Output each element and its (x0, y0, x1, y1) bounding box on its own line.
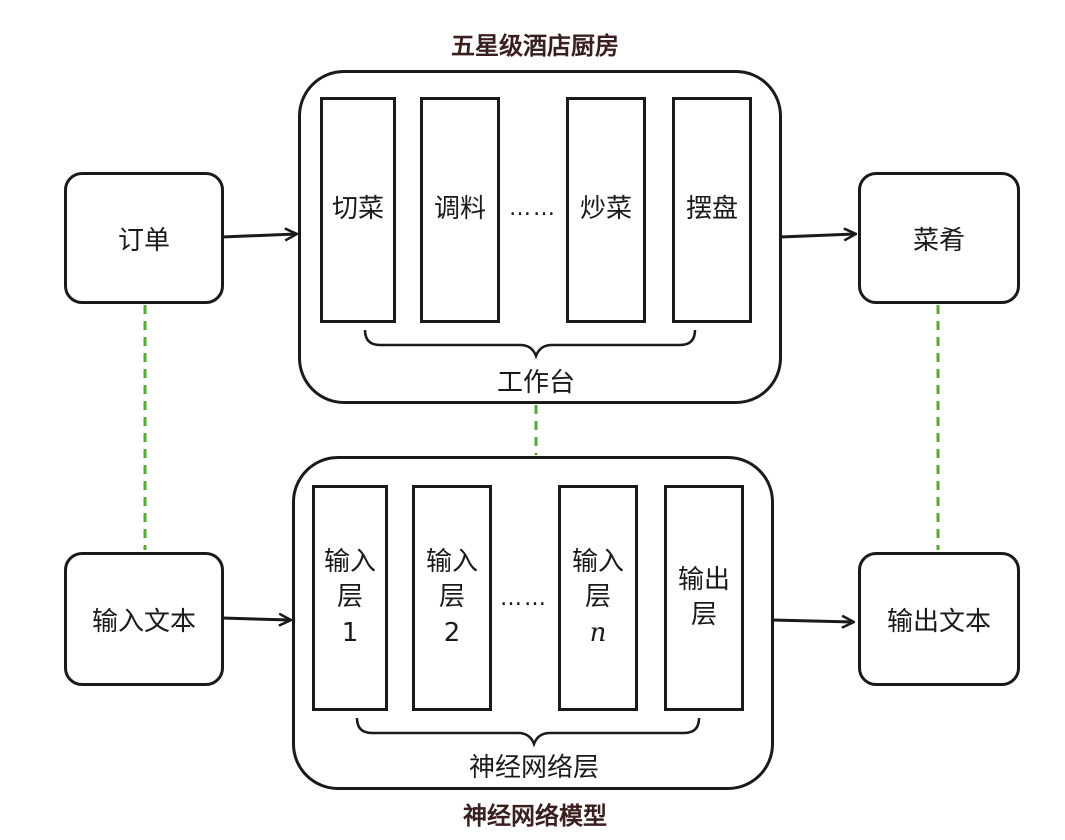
brace-workbench (363, 329, 697, 360)
layer-index: 2 (443, 617, 461, 648)
output-text-label: 输出文本 (886, 606, 991, 637)
layer-input-1: 输入 层 1 (312, 485, 388, 711)
dishes-label: 菜肴 (912, 225, 965, 256)
layer-line1: 输入 (571, 547, 624, 578)
station-seasoning: 调料 (420, 97, 500, 323)
layer-line1: 输入 (425, 547, 478, 578)
layer-index: n (589, 617, 607, 648)
arrow-kitchen-to-dishes (779, 234, 855, 237)
kitchen-container (298, 70, 782, 404)
network-title: 神经网络模型 (463, 802, 607, 830)
layers-label: 神经网络层 (468, 753, 599, 783)
station-plating: 摆盘 (672, 97, 752, 323)
station-stir-fry: 炒菜 (566, 97, 646, 323)
station-label: 调料 (433, 194, 486, 225)
layer-line2: 层 (438, 582, 465, 613)
kitchen-title: 五星级酒店厨房 (451, 32, 619, 60)
layer-input-2: 输入 层 2 (412, 485, 492, 711)
layer-index: 1 (341, 617, 359, 648)
layer-line1: 输出 (677, 564, 730, 595)
order-box: 订单 (64, 172, 224, 304)
station-label: 切菜 (331, 194, 384, 225)
input-text-box: 输入文本 (64, 552, 224, 686)
workbench-label: 工作台 (496, 368, 575, 398)
network-ellipsis: …… (500, 586, 548, 611)
layer-line2: 层 (690, 600, 717, 630)
station-label: 摆盘 (685, 194, 738, 225)
output-text-box: 输出文本 (858, 552, 1020, 686)
input-text-label: 输入文本 (91, 606, 196, 637)
arrow-network-to-output (771, 620, 853, 622)
station-cutting: 切菜 (320, 97, 396, 323)
brace-layers (355, 717, 701, 748)
station-label: 炒菜 (579, 194, 632, 225)
layer-line1: 输入 (323, 547, 376, 578)
layer-output: 输出 层 (664, 485, 744, 711)
kitchen-ellipsis: …… (509, 196, 557, 221)
arrow-input-to-network (221, 618, 290, 620)
dishes-box: 菜肴 (858, 172, 1020, 304)
network-container (292, 456, 774, 790)
layer-line2: 层 (584, 582, 611, 613)
layer-line2: 层 (336, 582, 363, 613)
arrow-order-to-kitchen (221, 234, 296, 237)
order-label: 订单 (117, 225, 170, 256)
